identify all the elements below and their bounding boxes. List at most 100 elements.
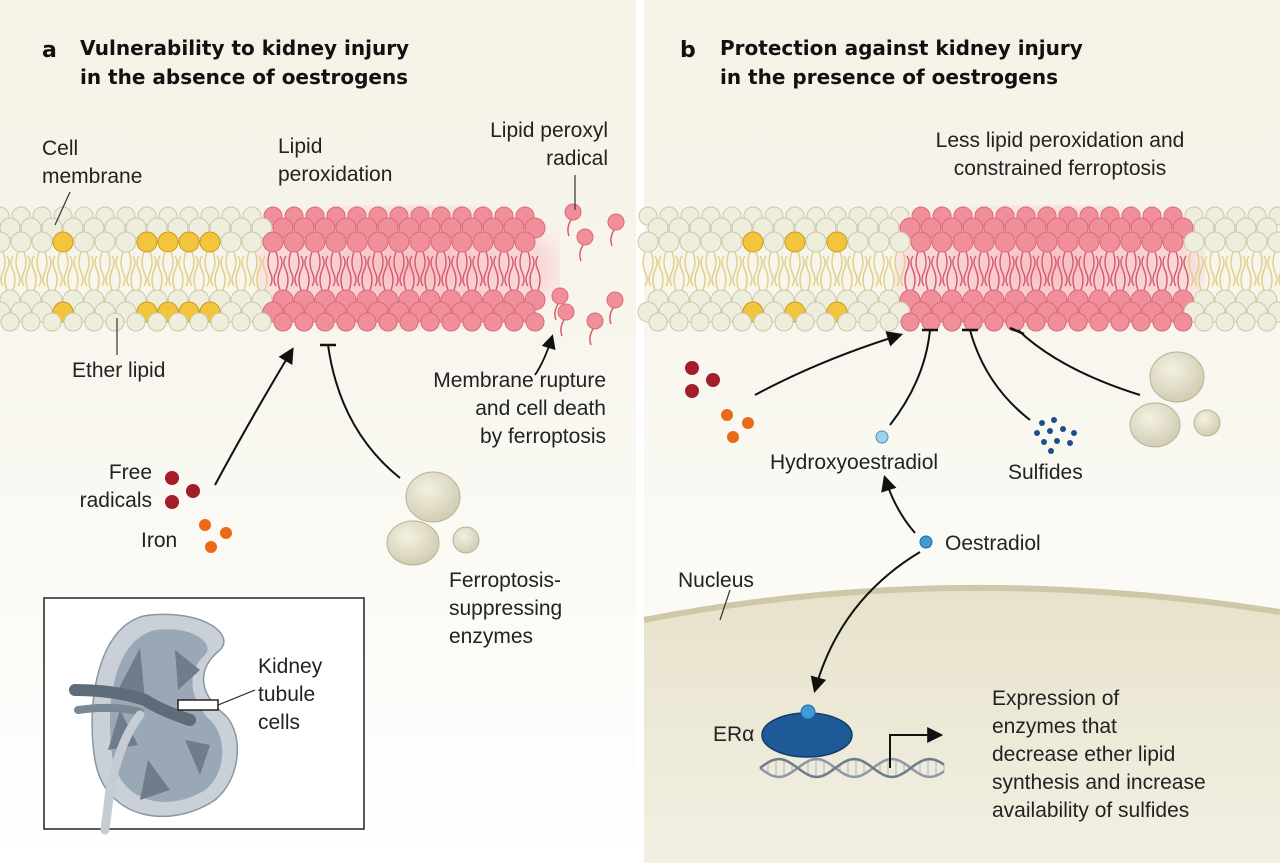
lipid-tail <box>136 255 142 291</box>
lipid-peroxidation-label-line2: peroxidation <box>278 163 393 186</box>
lipid-tail <box>31 255 37 291</box>
lipid-head <box>679 231 701 253</box>
peroxidized-lipid-head <box>346 231 368 253</box>
lipid-tail <box>910 255 916 291</box>
expression-label-line1: Expression of <box>992 687 1120 710</box>
lipid-tail <box>445 255 451 291</box>
lipid-tail <box>805 255 811 291</box>
lipid-head <box>52 231 74 253</box>
lipid-tail <box>451 255 457 291</box>
lipid-tail <box>1062 251 1068 287</box>
peroxidized-lipid-head <box>273 312 293 332</box>
nucleus-body <box>644 587 1280 863</box>
peroxidized-lipid-head <box>315 312 335 332</box>
lipid-tail <box>141 251 147 287</box>
lipid-head <box>189 312 209 332</box>
lipid-tail <box>414 251 420 287</box>
expression-label-line3: decrease ether lipid <box>992 743 1176 766</box>
lipid-head <box>241 231 263 253</box>
lipid-peroxyl-radical <box>576 228 594 246</box>
lipid-head <box>669 312 689 332</box>
peroxidized-lipid-head <box>399 312 419 332</box>
lipid-head <box>805 231 827 253</box>
lipid-tail <box>925 255 931 291</box>
peroxidized-lipid-head <box>900 312 920 332</box>
lipid-tail <box>157 255 163 291</box>
lipid-tail <box>705 251 711 287</box>
lipid-head <box>199 231 221 253</box>
peroxidized-lipid-head <box>1068 312 1088 332</box>
peroxidized-lipid-head <box>1078 231 1100 253</box>
lipid-tail <box>162 251 168 287</box>
lipid-tail <box>420 251 426 287</box>
free-radical-dot <box>165 495 179 509</box>
lipid-tail <box>921 251 927 287</box>
peroxidized-lipid-head <box>304 231 326 253</box>
iron-dot <box>742 417 754 429</box>
lipid-tail <box>1204 255 1210 291</box>
lipid-tail <box>1183 255 1189 291</box>
lipid-head <box>879 312 899 332</box>
free-radical-dot <box>706 373 720 387</box>
lipid-tail <box>178 255 184 291</box>
hydroxyoestradiol-inhibition-line <box>889 329 931 426</box>
lipid-tail <box>15 251 21 287</box>
enzyme-blob <box>452 526 480 554</box>
peroxidized-lipid-head <box>1026 312 1046 332</box>
panel-a-tag: a <box>42 38 57 63</box>
peroxidized-lipid-head <box>1047 312 1067 332</box>
lipid-tail <box>1257 251 1263 287</box>
lipid-tail <box>346 255 352 291</box>
peroxidized-lipid-head <box>1089 312 1109 332</box>
lipid-tail <box>554 303 559 321</box>
peroxidized-lipid-head <box>1057 231 1079 253</box>
lipid-head <box>42 312 62 332</box>
peroxidized-lipid-head <box>1173 312 1193 332</box>
lipid-tail <box>1188 251 1194 287</box>
lipid-tail <box>325 255 331 291</box>
lipid-tail <box>498 251 504 287</box>
dna-strand <box>759 757 945 779</box>
lipid-tail <box>483 251 489 287</box>
lipid-tail <box>493 255 499 291</box>
lipid-head <box>889 231 911 253</box>
lipid-head <box>700 231 722 253</box>
lipid-tail <box>25 255 31 291</box>
lipid-tail <box>304 255 310 291</box>
iron-dot <box>721 409 733 421</box>
er-alpha-label: ERα <box>713 723 755 746</box>
nucleus-leader <box>719 589 731 621</box>
lipid-head <box>858 312 878 332</box>
lipid-head <box>690 312 710 332</box>
lipid-tail <box>147 251 153 287</box>
iron-label: Iron <box>141 529 178 552</box>
lipid-tail <box>1194 251 1200 287</box>
kidney-tubule-label-line3: cells <box>258 711 301 734</box>
lipid-tail <box>1057 255 1063 291</box>
lipid-tail <box>1078 255 1084 291</box>
lipid-head <box>126 312 146 332</box>
lipid-head <box>0 312 20 332</box>
enzymes-inhibition-bar <box>1009 326 1025 336</box>
lipid-head <box>795 312 815 332</box>
lipid-head <box>1257 312 1277 332</box>
lipid-tail <box>957 251 963 287</box>
membrane-a <box>0 203 625 346</box>
lipid-tail <box>1089 251 1095 287</box>
lipid-tail <box>1036 255 1042 291</box>
less-peroxidation-label-line2: constrained ferroptosis <box>953 157 1167 180</box>
lipid-tail <box>115 255 121 291</box>
lipid-tail <box>1026 251 1032 287</box>
lipid-tail <box>1068 251 1074 287</box>
lipid-tail <box>1099 255 1105 291</box>
cell-membrane-label-line2: membrane <box>42 165 143 188</box>
tubule-marker <box>177 699 219 711</box>
lipid-tail <box>1173 251 1179 287</box>
lipid-tail <box>361 255 367 291</box>
peroxidized-lipid-head <box>1036 231 1058 253</box>
lipid-tail <box>1209 251 1215 287</box>
free-radical-dot <box>685 384 699 398</box>
lipid-tail <box>504 251 510 287</box>
lipid-head <box>1267 231 1280 253</box>
lipid-head <box>252 312 272 332</box>
